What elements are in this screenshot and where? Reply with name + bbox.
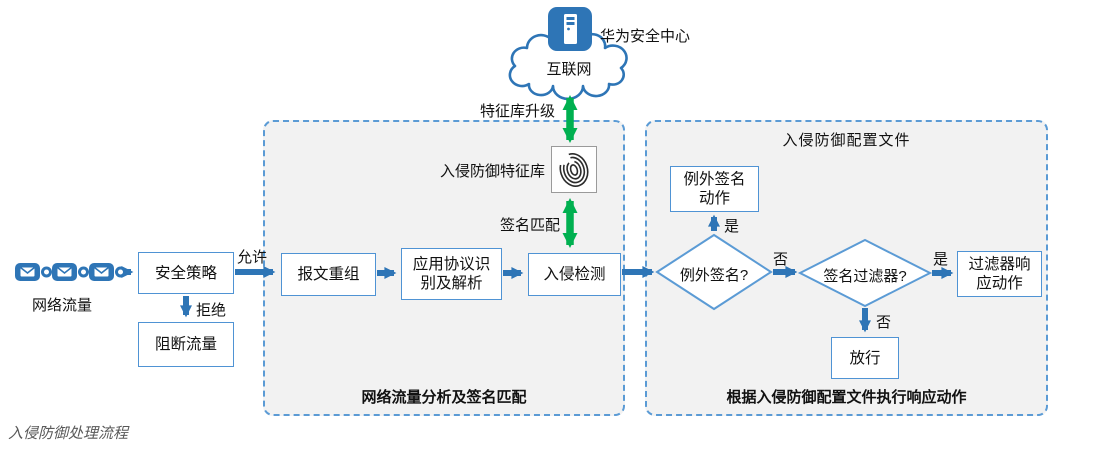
signature-db-label: 入侵防御特征库 (439, 163, 545, 180)
internet-label: 互联网 (546, 61, 592, 78)
intrusion-detection-box: 入侵检测 (528, 253, 621, 296)
fingerprint-icon (559, 153, 589, 187)
signature-match-label: 签名匹配 (499, 217, 560, 234)
packet-reassembly-box: 报文重组 (281, 253, 376, 296)
response-panel-caption: 根据入侵防御配置文件执行响应动作 (726, 389, 967, 406)
security-center-label: 华为安全中心 (600, 28, 691, 45)
security-center-icon (547, 6, 593, 52)
pass-box: 放行 (831, 337, 899, 379)
exception-yes-label: 是 (724, 218, 740, 235)
deny-label: 拒绝 (196, 302, 227, 319)
upgrade-label: 特征库升级 (479, 103, 555, 120)
protocol-identification-box: 应用协议识 别及解析 (401, 248, 502, 300)
exception-action-box: 例外签名 动作 (670, 166, 759, 212)
network-traffic-icon (15, 263, 126, 281)
filter-yes-label: 是 (933, 251, 949, 268)
analysis-panel-caption: 网络流量分析及签名匹配 (361, 389, 527, 406)
permit-label: 允许 (237, 249, 268, 266)
response-panel-title: 入侵防御配置文件 (782, 132, 911, 149)
block-traffic-box: 阻断流量 (138, 322, 234, 367)
exception-signature-label: 例外签名? (679, 267, 749, 284)
exception-no-label: 否 (773, 251, 789, 268)
filter-action-box: 过滤器响 应动作 (957, 251, 1042, 297)
network-traffic-label: 网络流量 (31, 297, 92, 314)
security-policy-box: 安全策略 (138, 252, 234, 294)
filter-no-label: 否 (876, 314, 892, 331)
diagram-caption: 入侵防御处理流程 (8, 425, 129, 442)
signature-db-icon (551, 146, 597, 193)
signature-filter-label: 签名过滤器? (823, 268, 907, 285)
